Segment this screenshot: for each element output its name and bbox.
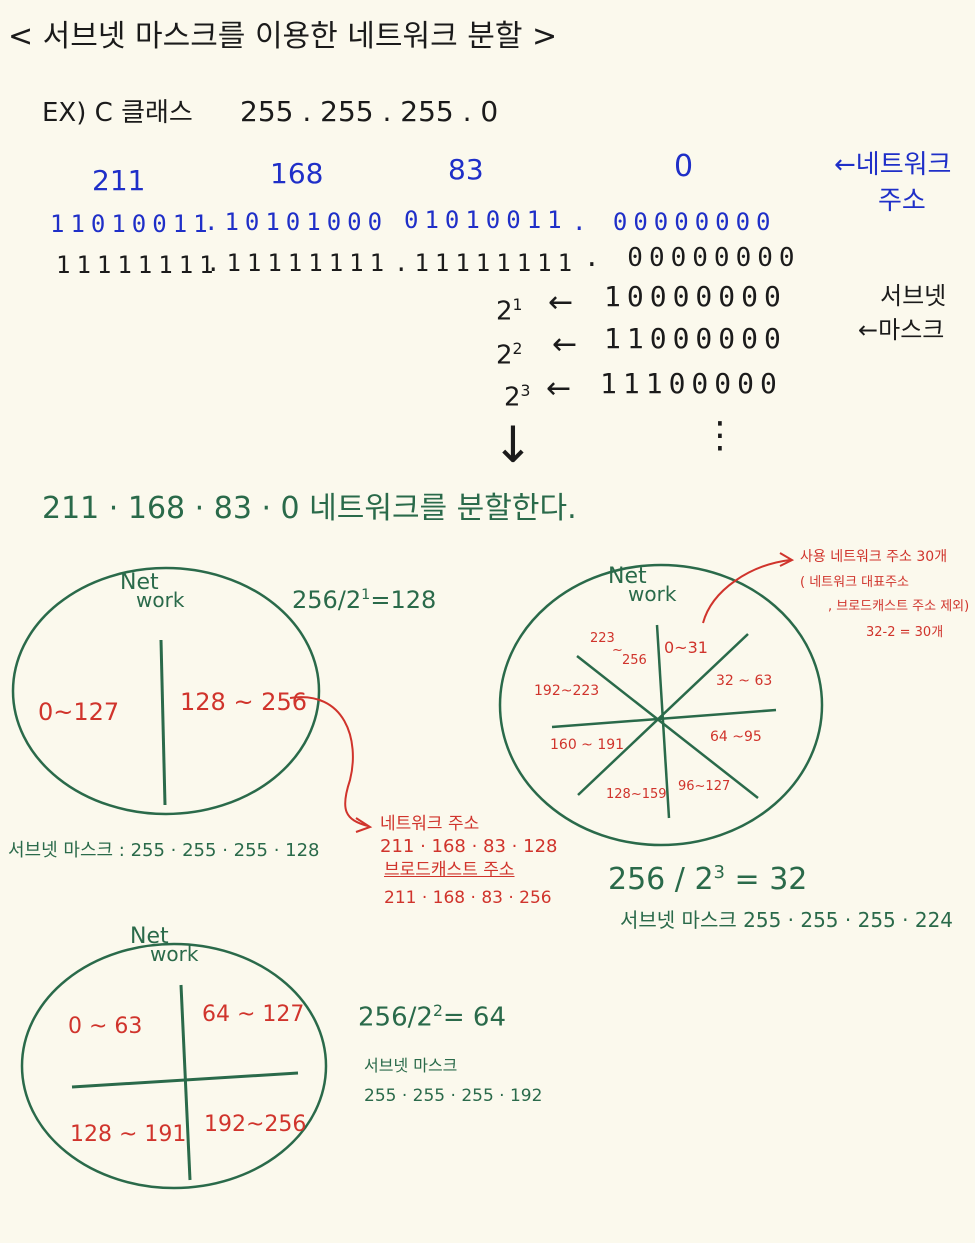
split-statement: 211 · 168 · 83 · 0 네트워크를 분할한다. [42, 491, 577, 526]
c3-note-2: ( 네트워크 대표주소 [800, 575, 910, 590]
circle2-range-1: 0 ~ 63 [68, 1014, 143, 1039]
circle2-range-3: 128 ~ 191 [70, 1122, 187, 1147]
subnet-mask-label: 서브넷 [880, 282, 947, 310]
circle3-formula: 256 / 23 = 32 [608, 862, 808, 897]
binary-octet-3: 01010011 [404, 206, 568, 234]
power-2-2: 22 [496, 340, 523, 371]
c3-range-160-191: 160 ~ 191 [550, 737, 625, 753]
c3-note-4: 32-2 = 30개 [866, 625, 944, 640]
power-2-3: 23 [504, 382, 531, 413]
mask-octet-4: . 00000000 [584, 243, 801, 273]
net-label: Net [130, 924, 169, 949]
arrow-left-icon: ← [552, 327, 578, 362]
page-title: < 서브넷 마스크를 이용한 네트워크 분할 > [8, 19, 558, 54]
circle2-mask-label: 서브넷 마스크 [364, 1056, 458, 1075]
c3-range-256: 256 [622, 653, 647, 668]
example-label: EX) C 클래스 [42, 98, 193, 128]
octet-2: 168 [270, 157, 324, 190]
binary-octet-1: 11010011 [50, 210, 214, 238]
c3-note-3: , 브로드캐스트 주소 제외) [828, 599, 970, 614]
work-label: work [150, 942, 199, 966]
circle1-note-4: 211 · 168 · 83 · 256 [384, 888, 552, 908]
c3-range-32-63: 32 ~ 63 [716, 673, 773, 689]
mask-octet-2: .11111111 [206, 249, 391, 277]
net-label: Net [120, 570, 159, 595]
circle1-note-1: 네트워크 주소 [380, 814, 480, 834]
circle2-formula: 256/22= 64 [358, 1002, 506, 1033]
subnet-bits-3: 11100000 [600, 367, 783, 400]
c3-range-96-127: 96~127 [678, 779, 731, 794]
circle1-note-2: 211 · 168 · 83 · 128 [380, 836, 558, 857]
octet-1: 211 [92, 164, 146, 197]
binary-octet-2: .10101000 [204, 208, 389, 236]
arrow-left-icon: ← [548, 285, 574, 320]
c3-range-64-95: 64 ~95 [710, 729, 762, 745]
power-2-1: 21 [496, 296, 523, 327]
mask-octet-3: .11111111 [394, 249, 579, 277]
circle1-note-3: 브로드캐스트 주소 [384, 860, 515, 880]
c3-range-223: 223 [590, 631, 615, 646]
circle3-mask: 서브넷 마스크 255 · 255 · 255 · 224 [620, 908, 954, 932]
network-circle-3 [498, 563, 824, 847]
octet-4: 0 [674, 149, 694, 184]
c3-range-0-31: 0~31 [664, 638, 708, 657]
net-label: Net [608, 564, 647, 589]
red-arrow-2 [702, 559, 791, 624]
circle1-left-range: 0~127 [38, 698, 120, 726]
red-arrow-1 [289, 696, 369, 827]
octet-3: 83 [448, 153, 484, 186]
binary-octet-4: . 00000000 [572, 208, 777, 236]
network-address-label-2: 주소 [878, 186, 926, 216]
c3-range-192-223: 192~223 [534, 683, 600, 699]
ellipsis-dots: ⋮ [702, 415, 738, 456]
circle1-formula: 256/21=128 [292, 586, 437, 614]
circle2-range-4: 192~256 [204, 1112, 307, 1137]
example-mask: 255 . 255 . 255 . 0 [240, 95, 499, 128]
subnet-mask-label-2: ←마스크 [858, 316, 945, 344]
subnet-bits-1: 10000000 [604, 280, 787, 313]
arrow-left-icon: ← [546, 371, 572, 406]
work-label: work [628, 582, 677, 606]
network-address-label: ←네트워크 [834, 150, 952, 180]
circle1-right-range: 128 ~ 256 [180, 688, 307, 716]
c3-range-128-159: 128~159 [606, 787, 667, 802]
arrow-down-icon: ↓ [492, 416, 534, 474]
work-label: work [136, 588, 185, 612]
c3-note-1: 사용 네트워크 주소 30개 [800, 549, 948, 565]
network-circle-1 [11, 566, 321, 816]
circle1-mask: 서브넷 마스크 : 255 · 255 · 255 · 128 [8, 840, 320, 861]
circle2-range-2: 64 ~ 127 [202, 1002, 305, 1027]
network-circle-2 [20, 942, 328, 1190]
subnet-bits-2: 11000000 [604, 322, 787, 355]
mask-octet-1: 11111111 [56, 251, 220, 279]
circle2-mask-value: 255 · 255 · 255 · 192 [364, 1086, 543, 1106]
c3-range-tilde: ~ [612, 643, 623, 658]
